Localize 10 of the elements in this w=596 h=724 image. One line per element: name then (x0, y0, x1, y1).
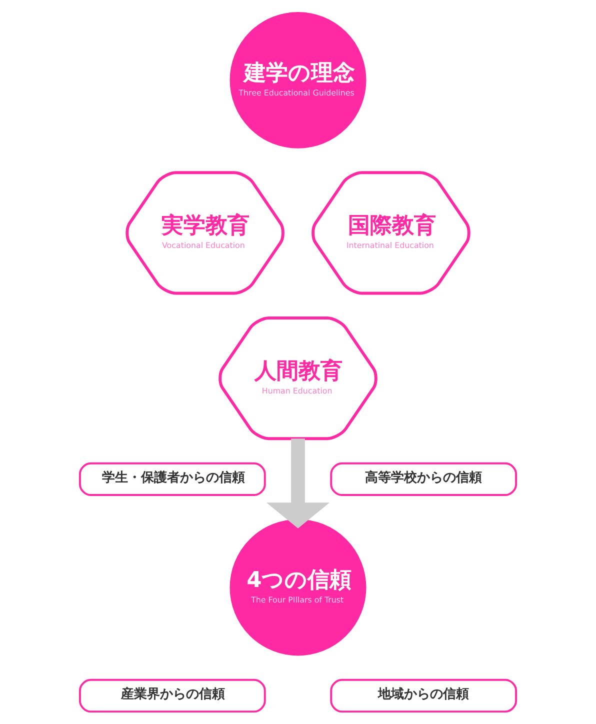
node-circle: 建学の理念 Three Educational Guidelines (230, 12, 366, 148)
node-circle: 4つの信頼 The Four PIllars of Trust (230, 519, 366, 656)
node-box: 地域からの信頼 (330, 678, 518, 713)
node-box: 産業界からの信頼 (78, 678, 266, 713)
arrow (266, 438, 330, 528)
node-ellipse: 実学教育 Vocational Education (126, 171, 284, 295)
node-box: 高等学校からの信頼 (330, 462, 518, 496)
node-ellipse: 国際教育 Internatinal Education (312, 171, 470, 295)
node-ellipse: 人間教育 Human Education (218, 316, 378, 440)
node-box: 学生・保護者からの信頼 (78, 462, 266, 496)
